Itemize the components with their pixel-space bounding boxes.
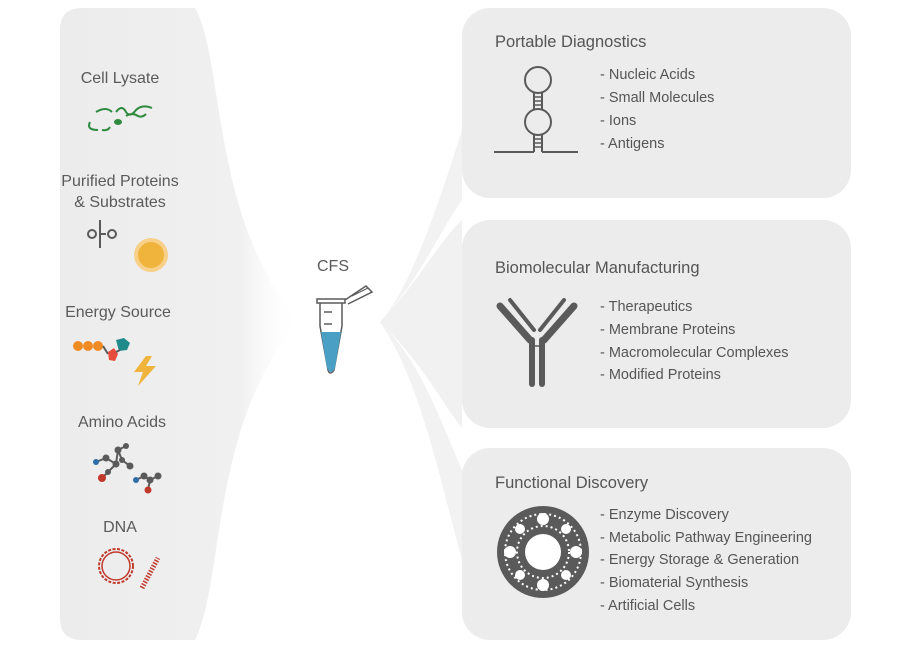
- dna-plasmid-icon: [98, 548, 161, 590]
- input-label-cell-lysate: Cell Lysate: [80, 70, 160, 87]
- test-tube-icon: [316, 285, 374, 374]
- panel-title-portable-diagnostics: Portable Diagnostics: [495, 33, 647, 51]
- list-item: - Macromolecular Complexes: [600, 345, 789, 361]
- input-label-dna: DNA: [103, 519, 137, 536]
- list-item: - Enzyme Discovery: [600, 507, 729, 523]
- panel-biomolecular-manufacturing: [462, 220, 851, 428]
- list-item: - Artificial Cells: [600, 598, 696, 614]
- input-label-amino-acids: Amino Acids: [77, 414, 167, 431]
- scissors-icon: [87, 220, 117, 248]
- list-item: - Ions: [600, 113, 637, 129]
- cell-membrane-icon: [497, 506, 589, 598]
- input-funnel-shape: [60, 8, 300, 640]
- list-item: - Nucleic Acids: [600, 67, 696, 83]
- output-fan-shape: [380, 220, 462, 428]
- lightning-icon: [134, 356, 156, 386]
- panel-portable-diagnostics: [462, 8, 851, 198]
- output-fan-lower: [380, 322, 462, 560]
- hairpin-rna-icon: [494, 66, 578, 153]
- list-item: - Modified Proteins: [600, 367, 721, 383]
- atp-icon: [73, 338, 130, 361]
- panel-title-functional-discovery: Functional Discovery: [495, 474, 649, 492]
- input-label-purified-proteins: Purified Proteins & Substrates: [61, 173, 179, 211]
- antibody-icon: [496, 298, 578, 387]
- protein-bead-icon: [134, 238, 168, 272]
- list-item: - Therapeutics: [600, 299, 693, 315]
- input-label-energy-source: Energy Source: [65, 304, 171, 321]
- list-item: - Small Molecules: [600, 90, 715, 106]
- list-item: - Metabolic Pathway Engineering: [600, 530, 812, 546]
- amino-acid-molecule-icon: [93, 443, 162, 494]
- list-item: - Biomaterial Synthesis: [600, 575, 749, 591]
- center-label-cfs: CFS: [317, 258, 349, 275]
- cell-lysate-icon: [88, 105, 153, 132]
- list-item: - Membrane Proteins: [600, 322, 736, 338]
- list-item: - Energy Storage & Generation: [600, 552, 800, 568]
- list-item: - Antigens: [600, 136, 665, 152]
- panel-title-biomolecular-manufacturing: Biomolecular Manufacturing: [495, 259, 700, 277]
